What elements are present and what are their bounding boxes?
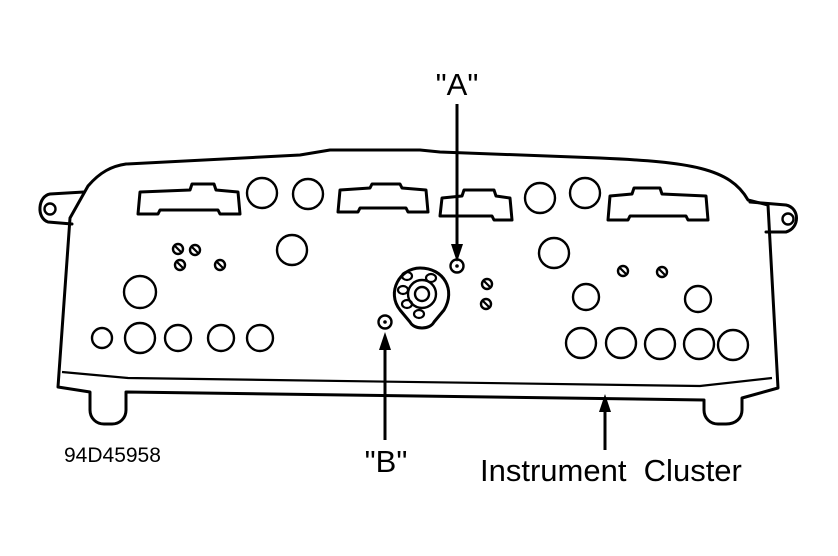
socket-hole: [245, 176, 279, 210]
right-mounting-ear: [748, 200, 798, 234]
right-ear-hole: [781, 212, 795, 226]
socket-hole: [568, 176, 602, 210]
connector-1: [136, 182, 242, 216]
instrument-cluster-label: Instrument Cluster: [480, 453, 742, 488]
socket-hole: [537, 236, 571, 270]
housing-inner-edge: [61, 370, 773, 388]
arrow-cluster: [599, 394, 611, 450]
socket-hole: [163, 323, 193, 353]
screw-b-icon: [377, 314, 393, 330]
bulb-socket-holes: [90, 176, 750, 362]
screw-icon: [655, 265, 669, 279]
arrow-b: [379, 332, 391, 440]
figure-code-label: 94D45958: [64, 444, 161, 467]
screw-icon: [213, 258, 227, 272]
socket-hole: [564, 326, 598, 360]
connector-3: [438, 188, 514, 222]
screw-icon: [171, 242, 185, 256]
socket-hole: [122, 274, 158, 310]
screw-icon: [479, 297, 493, 311]
cluster-housing-outline: [56, 148, 780, 426]
screw-icon: [616, 264, 630, 278]
central-rotary-component: [393, 266, 451, 330]
socket-hole: [291, 177, 325, 211]
screw-icon: [188, 243, 202, 257]
socket-hole: [90, 326, 114, 350]
socket-hole: [716, 328, 750, 362]
screw-icon: [173, 258, 187, 272]
socket-hole: [683, 284, 713, 314]
callout-a-label: "A": [436, 67, 479, 102]
socket-hole: [275, 233, 309, 267]
connector-2: [336, 182, 430, 214]
socket-hole: [643, 327, 677, 361]
socket-hole: [245, 323, 275, 353]
callout-b-label: "B": [365, 444, 408, 479]
socket-hole: [571, 282, 601, 312]
socket-hole: [604, 326, 638, 360]
socket-hole: [682, 327, 716, 361]
left-ear-hole: [43, 202, 57, 216]
socket-hole: [123, 321, 157, 355]
left-mounting-ear: [38, 190, 86, 226]
connector-4: [606, 186, 710, 222]
socket-hole: [523, 181, 557, 215]
screw-icon: [480, 277, 494, 291]
socket-hole: [206, 323, 236, 353]
screws: [171, 242, 669, 311]
arrow-a: [451, 104, 463, 262]
